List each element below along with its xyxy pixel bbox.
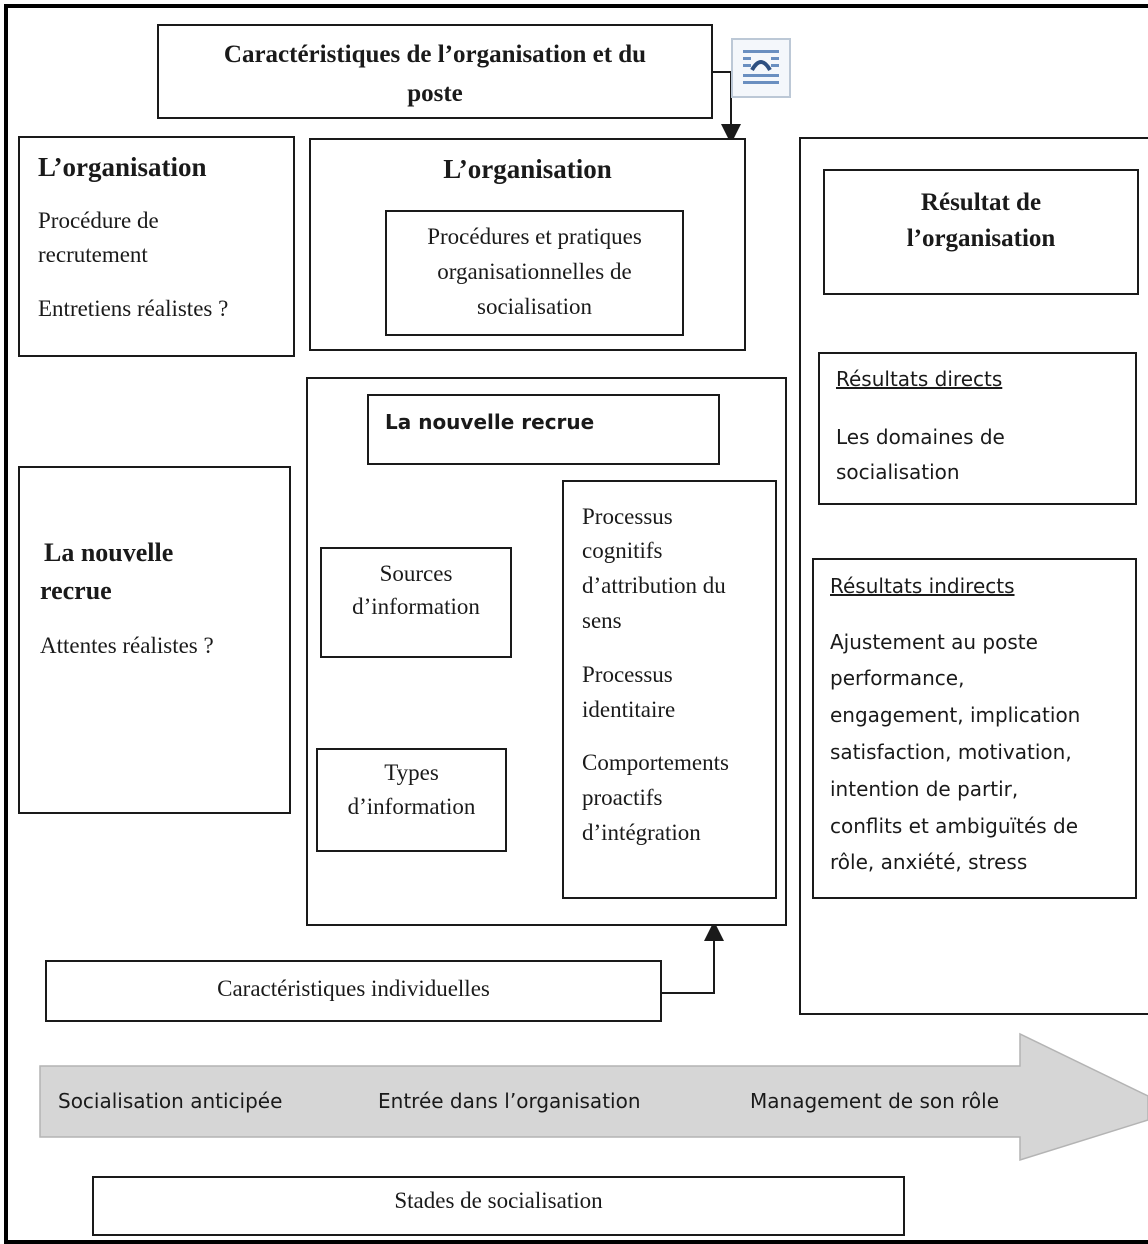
timeline-arrow: [39, 1032, 1148, 1162]
left-org-line3: Entretiens réalistes ?: [38, 296, 229, 321]
center-recruit-title: La nouvelle recrue: [385, 410, 595, 434]
indirect-l7: rôle, anxiété, stress: [830, 850, 1028, 874]
direct-title: Résultats directs: [836, 367, 1003, 391]
direct-results-box: Résultats directs Les domaines de social…: [818, 352, 1137, 505]
result-org-line1: Résultat de: [920, 189, 1042, 216]
left-org-line2: recrutement: [38, 242, 148, 267]
left-organisation-box: L’organisation Procédure de recrutement …: [18, 136, 295, 357]
left-recruit-title2: recrue: [40, 576, 112, 605]
process-l9: d’intégration: [582, 820, 701, 845]
indirect-title: Résultats indirects: [830, 574, 1015, 598]
process-l4: sens: [582, 608, 622, 633]
sources-box: Sources d’information: [320, 547, 512, 658]
indirect-l5: intention de partir,: [830, 777, 1019, 801]
process-l5: Processus: [582, 662, 673, 687]
header-to-center-connector: [712, 71, 741, 144]
practices-line3: socialisation: [477, 294, 592, 319]
process-l2: cognitifs: [582, 538, 663, 563]
indirect-l2: performance,: [830, 666, 965, 690]
practices-line2: organisationnelles de: [437, 259, 632, 284]
indirect-l4: satisfaction, motivation,: [830, 740, 1072, 764]
header-line2: poste: [407, 80, 463, 107]
process-l6: identitaire: [582, 697, 676, 722]
center-recruit-title-box: La nouvelle recrue: [367, 394, 720, 465]
stages-box: Stades de socialisation: [92, 1176, 905, 1236]
types-box: Types d’information: [316, 748, 507, 852]
process-l1: Processus: [582, 504, 673, 529]
individual-characteristics-box: Caractéristiques individuelles: [45, 960, 662, 1022]
left-recruit-box: La nouvelle recrue Attentes réalistes ?: [18, 466, 291, 814]
individual-label: Caractéristiques individuelles: [217, 976, 490, 1001]
left-recruit-title1: La nouvelle: [44, 538, 174, 567]
indirect-l6: conflits et ambiguïtés de: [830, 814, 1079, 838]
types-line1: Types: [384, 760, 439, 785]
header-line1: Caractéristiques de l’organisation et du: [223, 41, 647, 68]
header-box: Caractéristiques de l’organisation et du…: [157, 24, 713, 119]
result-org-line2: l’organisation: [906, 225, 1056, 252]
left-org-line1: Procédure de: [38, 208, 159, 233]
timeline-stage-entry: Entrée dans l’organisation: [378, 1089, 641, 1113]
process-l8: proactifs: [582, 785, 663, 810]
result-organisation-box: Résultat de l’organisation: [823, 169, 1139, 295]
center-org-title: L’organisation: [443, 154, 612, 184]
process-l7: Comportements: [582, 750, 729, 775]
processes-box: Processus cognitifs d’attribution du sen…: [562, 480, 777, 899]
practices-line1: Procédures et pratiques: [427, 224, 642, 249]
types-line2: d’information: [347, 794, 476, 819]
timeline-stage-role: Management de son rôle: [750, 1089, 1000, 1113]
sources-line2: d’information: [352, 594, 480, 619]
indirect-results-box: Résultats indirects Ajustement au poste …: [812, 558, 1137, 899]
left-recruit-line1: Attentes réalistes ?: [40, 633, 214, 658]
process-l3: d’attribution du: [582, 573, 726, 598]
direct-line2: socialisation: [836, 460, 960, 484]
timeline-stage-anticipated: Socialisation anticipée: [58, 1089, 283, 1113]
wrap-text-icon[interactable]: [731, 38, 791, 98]
direct-line1: Les domaines de: [836, 425, 1005, 449]
sources-line1: Sources: [379, 561, 453, 586]
left-org-title: L’organisation: [38, 152, 207, 182]
socialisation-practices-box: Procédures et pratiques organisationnell…: [385, 210, 684, 336]
stages-label: Stades de socialisation: [394, 1188, 603, 1213]
individual-to-recruit-connector: [662, 921, 724, 994]
indirect-l1: Ajustement au poste: [830, 630, 1038, 654]
indirect-l3: engagement, implication: [830, 703, 1081, 727]
